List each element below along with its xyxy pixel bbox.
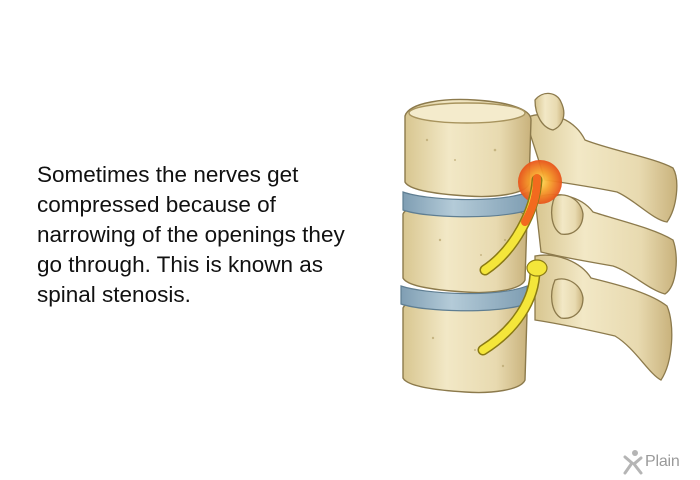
- caption-text: Sometimes the nerves get compressed beca…: [37, 162, 345, 307]
- logo-text: Plain: [645, 453, 680, 470]
- nerve-roots: [477, 174, 543, 356]
- vertebral-bodies: [402, 98, 532, 394]
- spinous-processes: [524, 92, 678, 381]
- x-plain-logo: Plain: [622, 448, 680, 476]
- spine-illustration-icon: [385, 80, 685, 400]
- x-plain-logo-icon: [623, 450, 643, 475]
